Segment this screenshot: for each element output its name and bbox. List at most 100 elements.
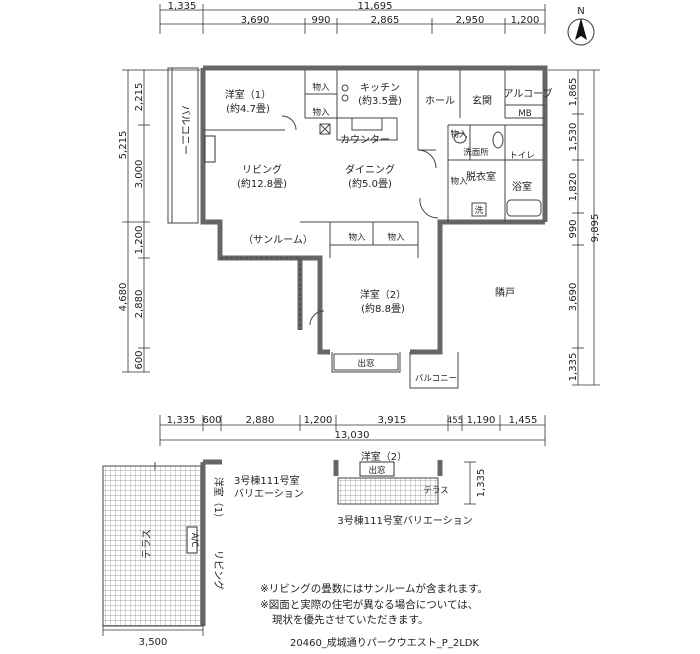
dim-right-1: 1,530 <box>568 123 579 152</box>
room-counter: カウンター <box>340 134 390 146</box>
ac-unit <box>204 135 216 163</box>
toilet-icon <box>492 131 504 149</box>
ac-label: A/C <box>189 533 199 548</box>
dim-bottom-2: 2,880 <box>246 415 275 426</box>
room-mb: MB <box>518 109 531 119</box>
dim-top-1: 3,690 <box>241 15 270 26</box>
dim-right-total: 9,895 <box>590 214 601 243</box>
room-western1-size: (約4.7畳) <box>226 102 270 115</box>
dim-top-4: 2,950 <box>456 15 485 26</box>
dim-left-2880: 2,880 <box>134 290 145 319</box>
dim-left-3000: 3,000 <box>134 160 145 189</box>
variation-b: 洋室（2） 出窓 テラス 1,335 3号棟111号室バリエーション <box>333 450 487 527</box>
dim-right-5: 1,335 <box>568 353 579 382</box>
room-closet-5: 物入 <box>348 232 366 243</box>
room-entrance: 玄関 <box>472 94 492 107</box>
dim-bottom-3: 1,200 <box>304 415 333 426</box>
room-kitchen: キッチン <box>360 82 400 94</box>
room-alcove: アルコーブ <box>503 87 552 100</box>
dim-bottom-7: 1,455 <box>509 415 538 426</box>
dim-right-2: 1,820 <box>568 173 579 202</box>
room-hall: ホール <box>425 95 455 107</box>
dim-right-4: 3,690 <box>568 283 579 312</box>
dim-bottom-6: 1,190 <box>467 415 496 426</box>
variation-a-living: リビング <box>212 550 225 590</box>
room-toilet: トイレ <box>509 151 535 161</box>
balcony-area <box>167 67 199 224</box>
room-washroom: 洗面所 <box>463 147 489 158</box>
room-closet-1: 物入 <box>312 82 330 93</box>
ac-unit-variation <box>186 526 198 554</box>
dim-bottom-4: 3,915 <box>378 415 407 426</box>
variation-a-label-2: バリエーション <box>234 488 304 500</box>
variation-a-western1: 洋室（1） <box>212 477 225 523</box>
room-closet-3: 物入 <box>450 129 468 140</box>
room-bath: 浴室 <box>512 180 532 193</box>
dim-variation-b: 1,335 <box>476 469 487 498</box>
room-closet-6: 物入 <box>387 232 405 243</box>
main-plan: 洋室（1） (約4.7畳) 物入 物入 キッチン (約3.5畳) ホール 玄関 … <box>167 65 553 389</box>
dim-top-total: 11,695 <box>358 1 393 12</box>
room-closet-2: 物入 <box>312 107 330 118</box>
closet-x-box <box>319 123 331 135</box>
dim-right-3: 990 <box>568 219 579 238</box>
dim-top-2: 990 <box>311 15 330 26</box>
dim-bottom-total: 13,030 <box>335 430 370 441</box>
dim-left-4680: 4,680 <box>118 283 129 312</box>
room-neighbor: 隣戸 <box>495 286 515 299</box>
top-dimensions: 1,335 11,695 3,690 990 2,865 2,950 1,200 <box>159 1 546 34</box>
washbasin-icon <box>453 132 467 144</box>
bottom-dimensions: 1,335 600 2,880 1,200 3,915 455 1,190 1,… <box>159 415 546 446</box>
room-dining-size: (約5.0畳) <box>348 177 392 190</box>
dim-terrace-width: 3,500 <box>139 637 168 648</box>
left-dimensions: 5,215 2,215 3,000 1,200 4,680 2,880 600 <box>118 69 200 373</box>
compass: N <box>567 6 595 46</box>
variation-a-label-1: 3号棟111号室 <box>234 474 299 487</box>
bay-window <box>333 353 399 371</box>
note-line-3: 現状を優先させていただきます。 <box>272 613 428 626</box>
washer-box <box>471 202 487 217</box>
footer-code: 20460_成城通りパークウエスト_P_2LDK <box>290 637 479 649</box>
variation-b-terrace <box>337 477 439 505</box>
room-closet-4: 物入 <box>450 176 468 187</box>
variation-b-caption: 3号棟111号室バリエーション <box>337 514 472 527</box>
variation-b-room: 洋室（2） <box>361 450 407 463</box>
dim-top-5: 1,200 <box>511 15 540 26</box>
right-dimensions: 1,865 1,530 1,820 990 3,690 1,335 9,895 <box>548 69 601 386</box>
room-bay-window: 出窓 <box>357 358 375 369</box>
stove-icon <box>341 84 349 92</box>
note-line-1: ※リビングの畳数にはサンルームが含まれます。 <box>260 582 488 595</box>
room-living: リビング <box>242 163 282 176</box>
room-dining: ダイニング <box>345 163 395 176</box>
room-sunroom: （サンルーム） <box>243 234 313 246</box>
room-western2-size: (約8.8畳) <box>361 302 405 315</box>
terrace-area <box>102 465 204 627</box>
variation-b-terrace-label: テラス <box>423 486 448 496</box>
dim-left-600: 600 <box>134 350 145 369</box>
bathtub <box>506 199 542 217</box>
notes: ※リビングの畳数にはサンルームが含まれます。 ※図面と実際の住宅が異なる場合につ… <box>260 582 488 626</box>
room-balcony-small: バルコニー <box>415 374 457 384</box>
variation-b-bay-window: 出窓 <box>368 465 386 476</box>
dim-top-3: 2,865 <box>371 15 400 26</box>
north-arrow-icon <box>575 18 587 40</box>
dim-left-5215: 5,215 <box>118 131 129 160</box>
dim-top-0: 1,335 <box>168 1 197 12</box>
dim-bottom-5: 455 <box>447 416 463 426</box>
room-dressing: 脱衣室 <box>466 170 496 183</box>
variation-a: A/C テラス 洋室（1） リビング 3号棟111号室 バリエーション 3,50… <box>102 459 304 648</box>
dim-right-0: 1,865 <box>568 78 579 107</box>
compass-label: N <box>577 6 584 17</box>
note-line-2: ※図面と実際の住宅が異なる場合については、 <box>260 598 478 611</box>
dim-left-2215: 2,215 <box>134 83 145 112</box>
room-washer: 洗 <box>475 205 484 216</box>
room-western2: 洋室（2） <box>360 288 406 301</box>
balcony-label: バルコニー <box>179 105 191 155</box>
room-western1: 洋室（1） <box>225 88 271 101</box>
room-living-size: (約12.8畳) <box>237 177 287 190</box>
room-balcony: バルコニー <box>179 105 191 155</box>
dim-left-1200: 1,200 <box>134 226 145 255</box>
terrace-label: テラス <box>141 529 153 559</box>
room-kitchen-size: (約3.5畳) <box>358 94 402 107</box>
